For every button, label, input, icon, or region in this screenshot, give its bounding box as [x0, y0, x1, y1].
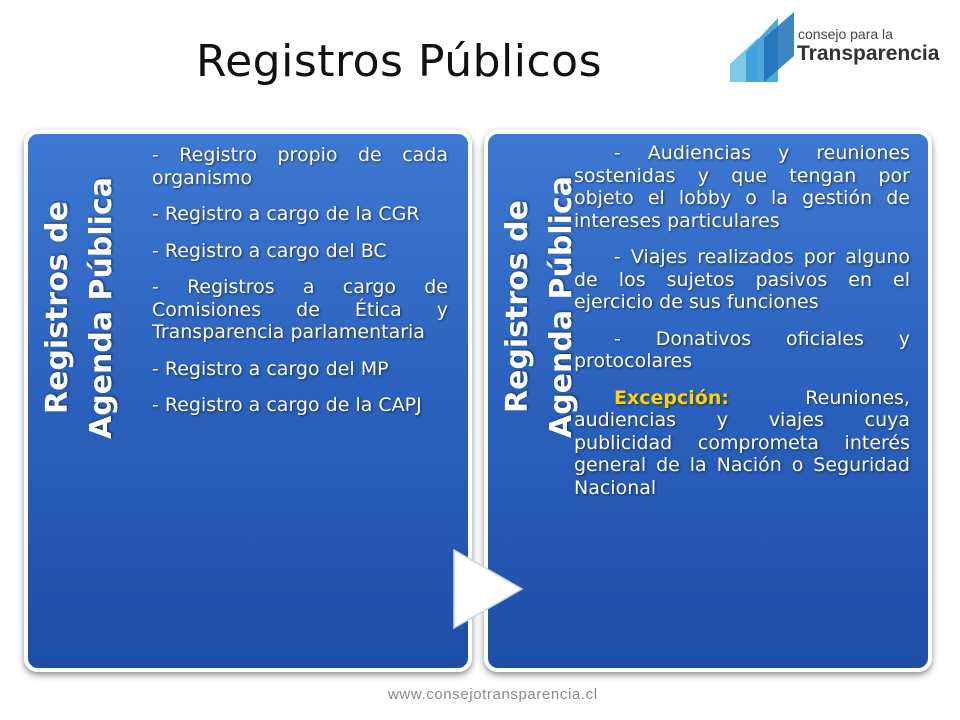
logo-name: Transparencia [797, 42, 940, 65]
right-panel: Registros de Agenda Pública - Audiencias… [484, 130, 932, 672]
list-item: - Donativos oficiales y protocolares [574, 327, 910, 373]
left-panel: Registros de Agenda Pública - Registro p… [24, 130, 472, 672]
left-panel-list: - Registro propio de cada organismo - Re… [152, 144, 448, 431]
page-title: Registros Públicos [196, 36, 603, 87]
arrow-right-icon [453, 548, 524, 630]
list-item: - Registro propio de cada organismo [152, 144, 448, 189]
list-item: - Registro a cargo del BC [152, 239, 387, 262]
right-panel-list: - Audiencias y reuniones sostenidas y qu… [574, 142, 910, 513]
list-item: - Registros a cargo de Comisiones de Éti… [152, 276, 448, 343]
footer-url: www.consejotransparencia.cl [388, 686, 598, 703]
list-item: - Audiencias y reuniones sostenidas y qu… [574, 142, 910, 232]
list-item: - Viajes realizados por alguno de los su… [574, 246, 910, 313]
exception-item: Excepción: Reuniones, audiencias y viaje… [574, 387, 910, 500]
right-panel-heading: Registros de Agenda Pública [500, 176, 579, 438]
logo-mark-icon [730, 12, 794, 82]
exception-label: Excepción: [614, 386, 729, 409]
consejo-transparencia-logo: consejo para la Transparencia [728, 12, 948, 86]
list-item: - Registro a cargo de la CGR [152, 203, 420, 225]
exception-text: Reuniones, audiencias y viajes cuya publ… [574, 386, 910, 499]
logo-subtitle: consejo para la [798, 26, 893, 42]
left-panel-heading: Registros de Agenda Pública [40, 177, 119, 439]
list-item: - Registro a cargo del MP [152, 357, 389, 380]
list-item: - Registro a cargo de la CAPJ [152, 394, 422, 416]
